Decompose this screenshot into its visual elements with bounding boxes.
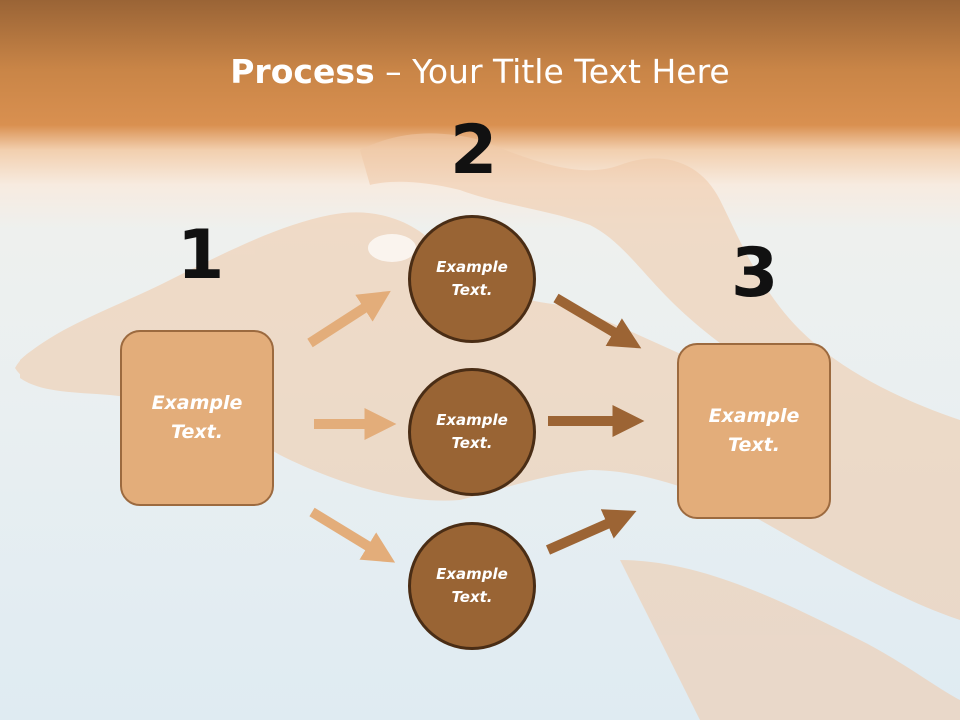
slide-title: Process – Your Title Text Here — [0, 52, 960, 91]
step-number-2: 2 — [450, 111, 498, 190]
middle-item-2-label: Example Text. — [436, 411, 508, 452]
step-3-box: Example Text. — [677, 343, 831, 519]
arrow-top-to-3 — [553, 293, 642, 349]
arrow-bottom-to-3 — [545, 509, 637, 555]
cream-dollop — [368, 234, 416, 262]
step-1-label: Example Text. — [151, 392, 243, 443]
middle-item-3-label: Example Text. — [436, 565, 508, 606]
step-number-3: 3 — [731, 234, 779, 313]
middle-item-2-circle: Example Text. — [408, 368, 536, 496]
middle-item-1-label: Example Text. — [436, 258, 508, 299]
middle-item-3-circle: Example Text. — [408, 522, 536, 650]
title-bold: Process — [230, 52, 375, 91]
arrow-1-to-bottom — [309, 507, 396, 563]
step-1-box: Example Text. — [120, 330, 274, 506]
title-rest: – Your Title Text Here — [374, 52, 730, 91]
step-number-1: 1 — [177, 216, 225, 295]
middle-item-1-circle: Example Text. — [408, 215, 536, 343]
arrow-1-to-top — [307, 290, 391, 348]
step-3-label: Example Text. — [708, 405, 800, 456]
